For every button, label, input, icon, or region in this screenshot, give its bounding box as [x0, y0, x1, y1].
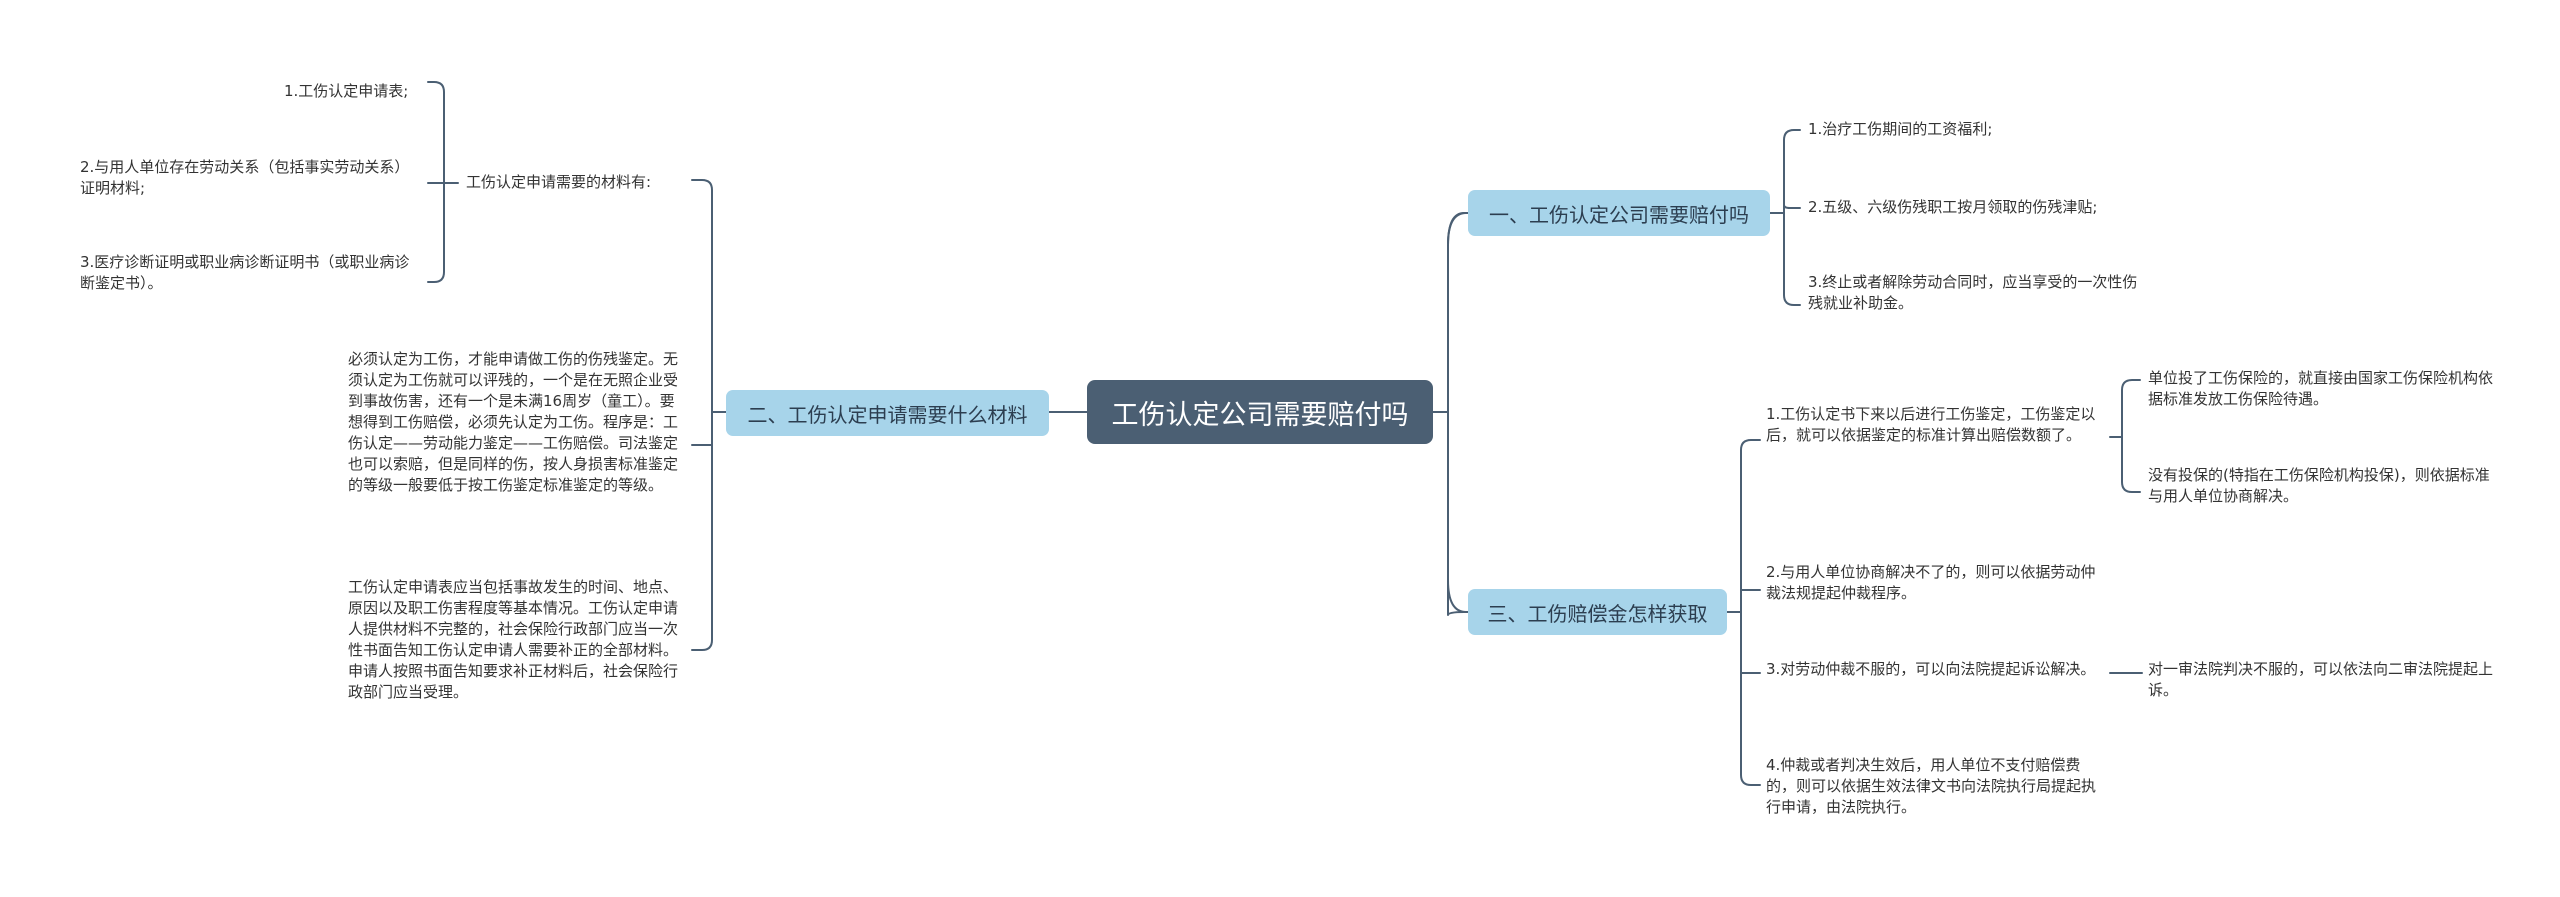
branch-node-2[interactable]: 二、工伤认定申请需要什么材料 — [726, 390, 1049, 436]
branch1-item-2: 2.五级、六级伤残职工按月领取的伤残津贴; — [1808, 198, 2098, 216]
branch2-paragraph-1: 必须认定为工伤，才能申请做工伤的伤残鉴定。无须认定为工伤就可以评残的，一个是在无… — [348, 350, 679, 494]
branch3-item-3: 3.对劳动仲裁不服的，可以向法院提起诉讼解决。 — [1766, 660, 2096, 678]
branch2-material-3: 3.医疗诊断证明或职业病诊断证明书（或职业病诊断鉴定书）。 — [80, 253, 410, 292]
branch3-item-2: 2.与用人单位协商解决不了的，则可以依据劳动仲裁法规提起仲裁程序。 — [1766, 563, 2096, 602]
branch-node-1[interactable]: 一、工伤认定公司需要赔付吗 — [1468, 190, 1770, 236]
branch1-item-1: 1.治疗工伤期间的工资福利; — [1808, 120, 1993, 138]
branch2-material-2: 2.与用人单位存在劳动关系（包括事实劳动关系）证明材料; — [80, 158, 410, 197]
branch3-item1-child-2: 没有投保的(特指在工伤保险机构投保)，则依据标准与用人单位协商解决。 — [2148, 466, 2490, 505]
branch3-item1-child-1: 单位投了工伤保险的，就直接由国家工伤保险机构依据标准发放工伤保险待遇。 — [2148, 369, 2494, 408]
root-node[interactable]: 工伤认定公司需要赔付吗 — [1087, 380, 1433, 444]
branch2-paragraph-2: 工伤认定申请表应当包括事故发生的时间、地点、原因以及职工伤害程度等基本情况。工伤… — [348, 578, 679, 701]
branch3-item3-child: 对一审法院判决不服的，可以依法向二审法院提起上诉。 — [2148, 660, 2494, 699]
branch1-item-3: 3.终止或者解除劳动合同时，应当享受的一次性伤残就业补助金。 — [1808, 273, 2138, 312]
branch3-item-4: 4.仲裁或者判决生效后，用人单位不支付赔偿费的，则可以依据生效法律文书向法院执行… — [1766, 756, 2097, 816]
branch3-item-1: 1.工伤认定书下来以后进行工伤鉴定，工伤鉴定以后，就可以依据鉴定的标准计算出赔偿… — [1766, 405, 2096, 444]
branch2-material-1: 1.工伤认定申请表; — [284, 82, 409, 100]
branch-node-3[interactable]: 三、工伤赔偿金怎样获取 — [1468, 589, 1727, 635]
branch2-sub-label: 工伤认定申请需要的材料有: — [466, 173, 652, 191]
